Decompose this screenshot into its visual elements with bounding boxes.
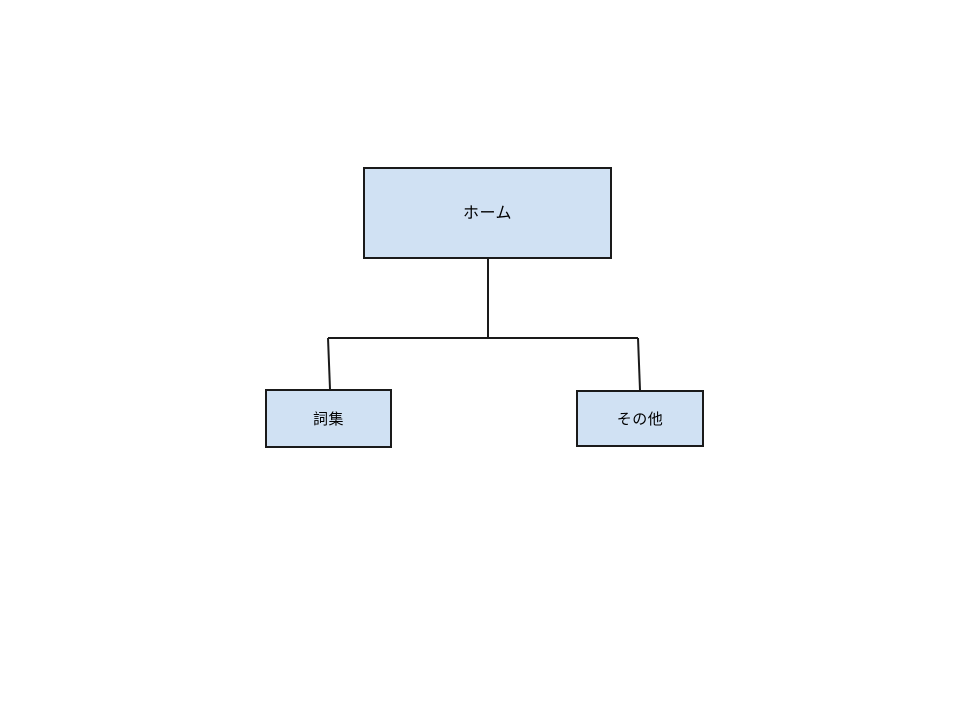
node-lyrics-collection-label: 詞集 [312, 409, 344, 428]
node-home[interactable]: ホーム [363, 167, 612, 259]
node-home-label: ホーム [462, 203, 513, 223]
node-other[interactable]: その他 [576, 390, 704, 447]
node-lyrics-collection[interactable]: 詞集 [265, 389, 392, 448]
connector-drop-child-0 [327, 337, 331, 390]
connector-drop-child-1 [637, 337, 641, 391]
node-other-label: その他 [616, 409, 664, 428]
